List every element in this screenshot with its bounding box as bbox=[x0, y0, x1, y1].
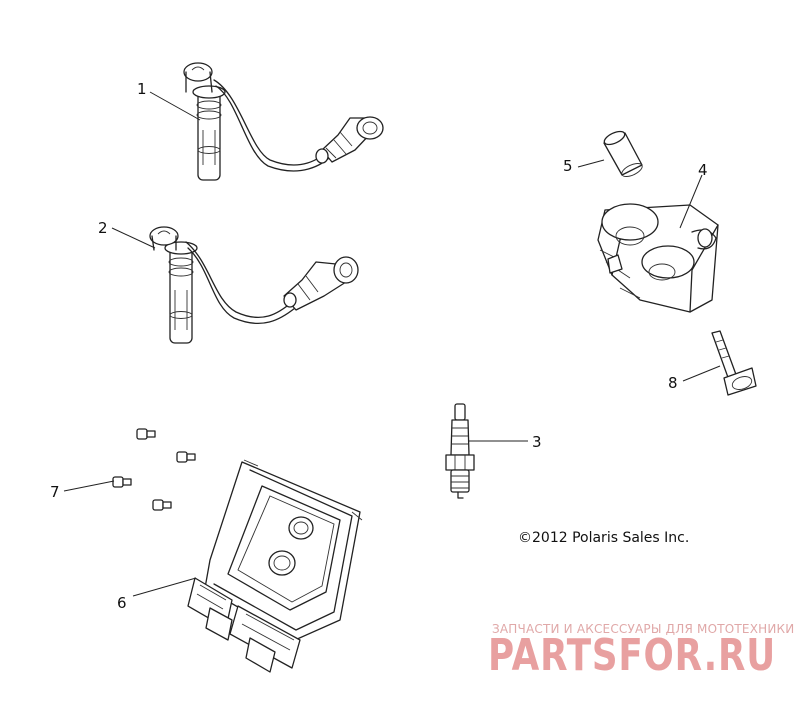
screw-c bbox=[112, 476, 132, 488]
copyright-text: ©2012 Polaris Sales Inc. bbox=[518, 530, 689, 546]
part-4-ignition-coil bbox=[597, 203, 719, 313]
watermark-logo: PARTSFOR.RU bbox=[488, 630, 776, 681]
watermark-tagline: ЗАПЧАСТИ И АКСЕССУАРЫ ДЛЯ МОТОТЕХНИКИ bbox=[492, 622, 794, 636]
part-2-spark-plug-wire bbox=[149, 226, 359, 344]
callout-3: 3 bbox=[532, 433, 542, 451]
part-6-ecu-module bbox=[187, 459, 363, 673]
callout-4: 4 bbox=[698, 161, 708, 179]
part-1-spark-plug-wire bbox=[183, 62, 384, 181]
part-8-bolt bbox=[711, 330, 757, 396]
callout-7: 7 bbox=[50, 483, 60, 501]
screw-b bbox=[176, 451, 196, 463]
part-5-sleeve bbox=[603, 130, 643, 177]
watermark: ЗАПЧАСТИ И АКСЕССУАРЫ ДЛЯ МОТОТЕХНИКИ PA… bbox=[488, 622, 794, 681]
screw-d bbox=[152, 499, 172, 511]
callout-5: 5 bbox=[563, 157, 573, 175]
callout-6: 6 bbox=[117, 594, 127, 612]
callout-8: 8 bbox=[668, 374, 678, 392]
part-3-spark-plug bbox=[445, 403, 475, 499]
callout-1: 1 bbox=[137, 80, 147, 98]
screw-a bbox=[136, 428, 156, 440]
leader-lines bbox=[63, 91, 721, 597]
part-7-screws bbox=[112, 428, 196, 511]
callout-2: 2 bbox=[98, 219, 108, 237]
